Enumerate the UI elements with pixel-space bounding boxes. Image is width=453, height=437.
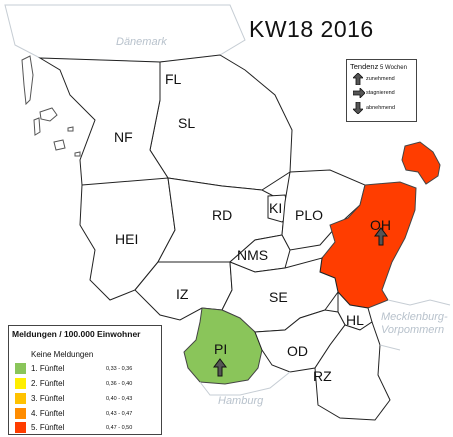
label-sl: SL [178, 115, 195, 131]
label-mv-1: Mecklenburg- [381, 311, 448, 323]
value-legend-title: Meldungen / 100.000 Einwohner [12, 329, 141, 339]
legend-range-5: 0,47 - 0,50 [106, 425, 133, 431]
legend-class-2: 2. Fünftel [31, 379, 65, 388]
legend-swatch-5 [15, 422, 26, 433]
label-hl: HL [346, 312, 364, 328]
trend-label-increasing: zunehmend [366, 76, 395, 82]
label-ki: KI [269, 200, 282, 216]
trend-legend-header: Tendenz 5 Wochen [350, 62, 407, 71]
legend-class-4: 4. Fünftel [31, 409, 65, 418]
legend-swatch-2 [15, 378, 26, 389]
label-nf: NF [114, 129, 133, 145]
trend-legend-title: Tendenz [350, 62, 379, 71]
legend-swatch-1 [15, 363, 26, 374]
legend-range-4: 0,43 - 0,47 [106, 411, 133, 417]
island-foehr [39, 107, 58, 122]
label-od: OD [287, 343, 308, 359]
hamburg-border [199, 371, 291, 396]
legend-class-3: 3. Fünftel [31, 394, 65, 403]
island-sylt [21, 55, 34, 106]
arrow-right-icon [353, 88, 365, 98]
region-pi [183, 307, 263, 385]
region-rz [314, 321, 391, 421]
island-fehmarn [401, 141, 441, 185]
legend-class-1: 1. Fünftel [31, 364, 65, 373]
label-iz: IZ [176, 286, 189, 302]
region-nf [38, 57, 169, 191]
legend-range-1: 0,33 - 0,36 [106, 366, 133, 372]
arrow-down-icon [353, 102, 363, 114]
legend-swatch-3 [15, 393, 26, 404]
island-pellworm [53, 139, 66, 151]
trend-label-stagnating: stagnierend [366, 90, 395, 96]
value-legend: Meldungen / 100.000 Einwohner Keine Meld… [8, 325, 162, 435]
denmark-area [4, 4, 246, 63]
trend-legend: Tendenz 5 Wochen zunehmend stagnierend a… [346, 59, 417, 122]
legend-swatch-4 [15, 408, 26, 419]
label-rz: RZ [313, 368, 332, 384]
label-mv-2: Vorpommern [381, 324, 444, 336]
arrow-up-icon [374, 227, 388, 246]
label-hei: HEI [115, 231, 138, 247]
mv-border [379, 299, 451, 351]
label-denmark: Dänemark [116, 36, 167, 48]
legend-class-5: 5. Fünftel [31, 423, 65, 432]
legend-range-2: 0,36 - 0,40 [106, 381, 133, 387]
arrow-up-icon [353, 73, 363, 85]
label-hamburg: Hamburg [218, 395, 264, 407]
hallig-1 [67, 126, 74, 132]
label-plo: PLO [295, 207, 323, 223]
legend-none-label: Keine Meldungen [31, 350, 94, 359]
label-pi: PI [214, 341, 227, 357]
label-se: SE [269, 289, 288, 305]
label-rd: RD [212, 207, 232, 223]
label-nms: NMS [237, 247, 268, 263]
label-oh: OH [370, 217, 391, 233]
arrow-up-icon [213, 358, 227, 377]
trend-legend-subtitle: 5 Wochen [380, 65, 407, 71]
hallig-2 [74, 151, 81, 157]
region-plo [281, 169, 366, 251]
island-amrum [33, 117, 41, 136]
label-fl: FL [165, 71, 182, 87]
map-title: KW18 2016 [249, 16, 374, 42]
legend-range-3: 0,40 - 0,43 [106, 396, 133, 402]
trend-label-decreasing: abnehmend [366, 105, 396, 111]
